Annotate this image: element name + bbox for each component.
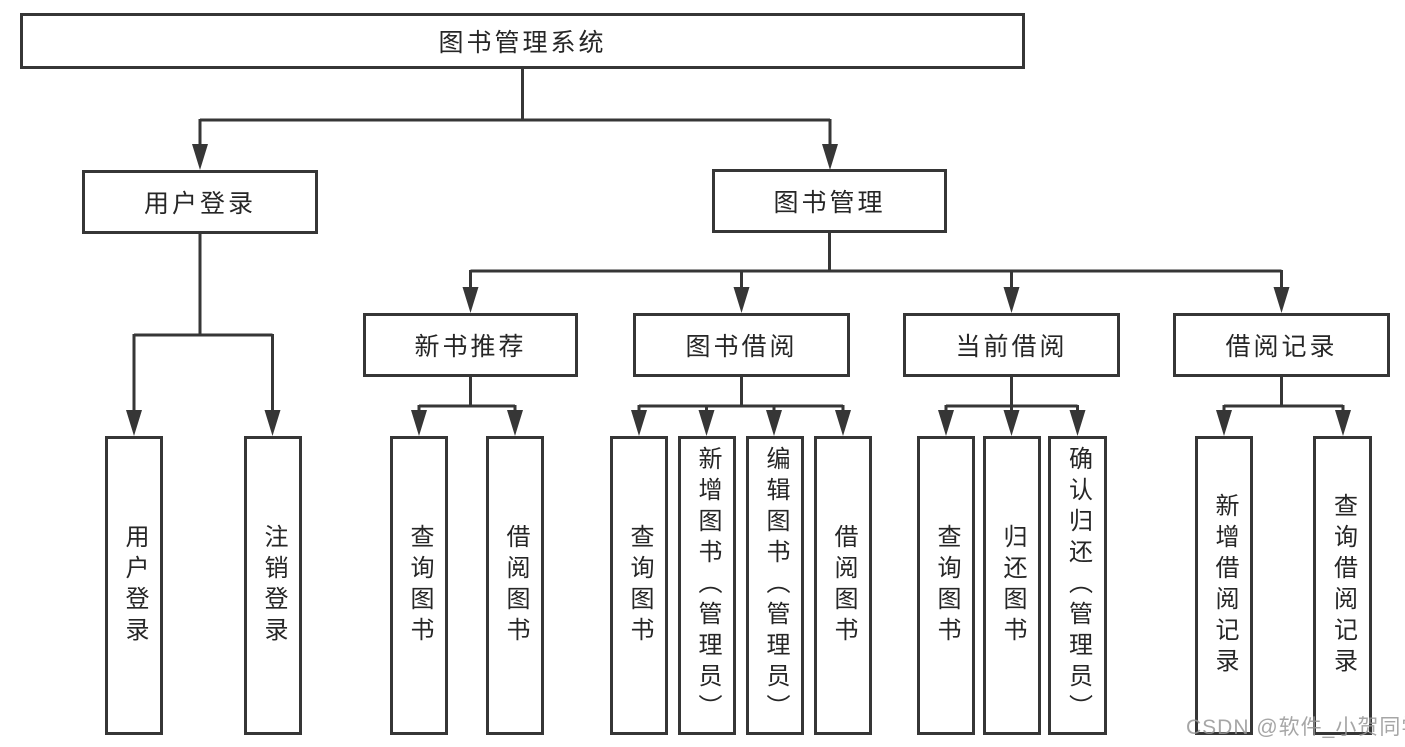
leaf-query-book-recommend: 查询图书 bbox=[390, 436, 448, 735]
leaf-add-book-admin: 新增图书（管理员） bbox=[678, 436, 736, 735]
leaf-label: 借阅图书 bbox=[830, 523, 857, 648]
connector-root-to-level2 bbox=[198, 68, 832, 148]
leaf-label: 查询借阅记录 bbox=[1329, 492, 1357, 679]
node-borrow-records: 借阅记录 bbox=[1173, 313, 1390, 377]
leaf-query-book-borrow: 查询图书 bbox=[610, 436, 668, 735]
node-label: 用户登录 bbox=[143, 190, 256, 218]
leaf-logout: 注销登录 bbox=[244, 436, 302, 735]
node-book-management: 图书管理 bbox=[712, 169, 947, 233]
leaf-label: 编辑图书（管理员） bbox=[762, 446, 789, 725]
leaf-label: 新增图书（管理员） bbox=[694, 446, 721, 725]
node-book-borrow: 图书借阅 bbox=[633, 313, 850, 377]
connector-borrow-records-branch bbox=[1222, 375, 1345, 414]
connector-book-borrow-branch bbox=[637, 375, 845, 414]
node-current-borrow: 当前借阅 bbox=[903, 313, 1120, 377]
leaf-edit-book-admin: 编辑图书（管理员） bbox=[746, 436, 804, 735]
leaf-return-book: 归还图书 bbox=[983, 436, 1041, 735]
node-label: 图书管理系统 bbox=[438, 29, 607, 57]
leaf-label: 查询图书 bbox=[626, 523, 653, 648]
node-root-system: 图书管理系统 bbox=[20, 13, 1025, 69]
node-new-book-recommend: 新书推荐 bbox=[363, 313, 578, 377]
connector-user-login-branch bbox=[132, 232, 274, 414]
node-user-login: 用户登录 bbox=[82, 170, 318, 234]
leaf-label: 查询图书 bbox=[406, 523, 433, 648]
watermark: CSDN @软件_小贺同学 bbox=[1186, 716, 1405, 739]
leaf-query-book-current: 查询图书 bbox=[917, 436, 975, 735]
leaf-user-login: 用户登录 bbox=[105, 436, 163, 735]
node-label: 借阅记录 bbox=[1225, 333, 1338, 361]
leaf-add-borrow-record: 新增借阅记录 bbox=[1195, 436, 1253, 735]
node-label: 新书推荐 bbox=[414, 333, 527, 361]
leaf-label: 归还图书 bbox=[999, 523, 1026, 648]
leaf-query-borrow-record: 查询借阅记录 bbox=[1313, 436, 1372, 735]
leaf-label: 新增借阅记录 bbox=[1211, 492, 1238, 679]
node-label: 图书借阅 bbox=[685, 333, 798, 361]
leaf-label: 注销登录 bbox=[260, 523, 287, 648]
leaf-borrow-book: 借阅图书 bbox=[814, 436, 872, 735]
connector-current-borrow-branch bbox=[944, 375, 1079, 414]
node-label: 当前借阅 bbox=[955, 333, 1068, 361]
connector-book-management-branch bbox=[469, 231, 1283, 291]
leaf-label: 借阅图书 bbox=[502, 523, 529, 648]
node-label: 图书管理 bbox=[773, 189, 886, 217]
leaf-label: 查询图书 bbox=[933, 523, 960, 648]
leaf-label: 确认归还（管理员） bbox=[1064, 446, 1092, 725]
leaf-confirm-return-admin: 确认归还（管理员） bbox=[1048, 436, 1107, 735]
connector-new-book-recommend-branch bbox=[417, 375, 517, 414]
leaf-borrow-book-recommend: 借阅图书 bbox=[486, 436, 544, 735]
leaf-label: 用户登录 bbox=[121, 523, 148, 648]
